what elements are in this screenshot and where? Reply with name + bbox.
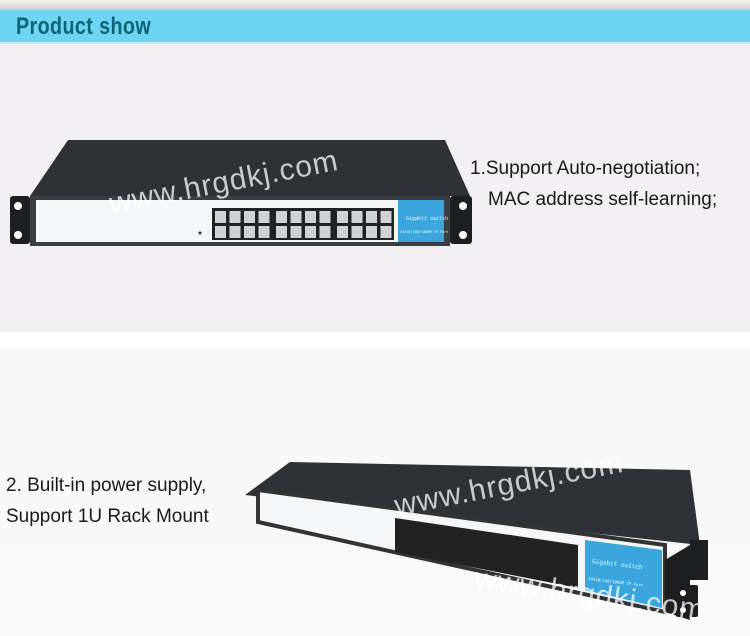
ethernet-port [215, 211, 226, 223]
top-shade [0, 0, 750, 10]
ethernet-port [258, 226, 270, 238]
ethernet-port [305, 211, 316, 223]
ethernet-port [290, 211, 302, 223]
ethernet-port [366, 226, 377, 238]
feature-caption-1: 1.Support Auto-negotiation; MAC address … [470, 153, 717, 215]
ethernet-port [319, 226, 331, 238]
ethernet-port [319, 211, 331, 223]
ethernet-port [276, 211, 287, 223]
switch-image-2: Gigabit switch 24X10/100/1000M TP Port [245, 462, 708, 620]
caption-line: 2. Built-in power supply, [6, 475, 207, 496]
ethernet-port [380, 211, 392, 223]
section-header: Product show [0, 10, 750, 44]
feature-caption-2: 2. Built-in power supply, Support 1U Rac… [6, 470, 209, 532]
ethernet-port [351, 226, 363, 238]
ethernet-port [380, 226, 392, 238]
ethernet-port [258, 211, 270, 223]
header-title: Product show [16, 13, 152, 40]
caption-line: MAC address self-learning; [488, 189, 718, 210]
ethernet-port [305, 226, 316, 238]
ethernet-port [229, 211, 241, 223]
ethernet-port [229, 226, 241, 238]
ethernet-port [337, 226, 348, 238]
svg-text:Gigabit switch: Gigabit switch [406, 216, 448, 222]
ethernet-port [215, 226, 226, 238]
svg-text:24X10/100/1000M TP Port: 24X10/100/1000M TP Port [400, 230, 448, 234]
ethernet-port [337, 211, 348, 223]
ethernet-port [351, 211, 363, 223]
ethernet-port [244, 226, 255, 238]
ethernet-port [366, 211, 377, 223]
caption-line: 1.Support Auto-negotiation; [470, 158, 701, 179]
svg-text:24X10/100/1000M TP Port: 24X10/100/1000M TP Port [588, 576, 644, 588]
ethernet-port [290, 226, 302, 238]
ethernet-port [244, 211, 255, 223]
ethernet-port [276, 226, 287, 238]
caption-line: Support 1U Rack Mount [6, 506, 209, 527]
